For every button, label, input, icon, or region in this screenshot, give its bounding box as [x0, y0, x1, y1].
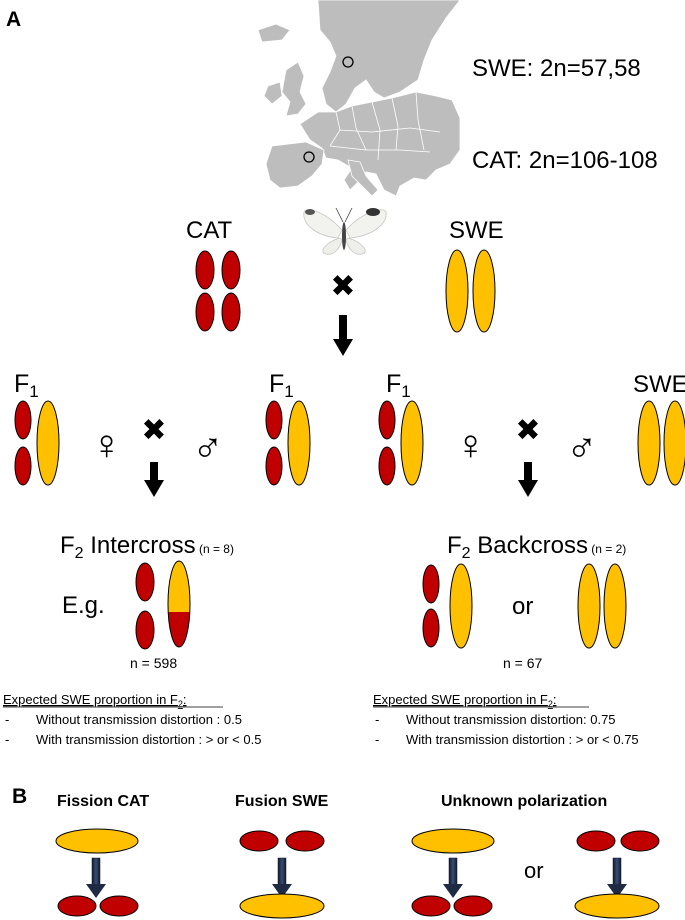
- backcross-cross-symbol: ✖: [515, 414, 540, 447]
- backcross-bullet-dash-1: -: [375, 712, 379, 727]
- intercross-expected-heading: Expected SWE proportion in F2:: [3, 692, 187, 709]
- female-symbol-right: ♀: [455, 421, 487, 468]
- parent-cat-label: CAT: [186, 217, 233, 244]
- backcross-bullet-2: With transmission distortion : > or < 0.…: [406, 732, 639, 747]
- butterfly-icon: [303, 207, 387, 255]
- intercross-example-label: E.g.: [62, 592, 105, 619]
- panel-a-label: A: [6, 8, 21, 31]
- intercross-down-arrow: [144, 462, 164, 497]
- intercross-bullet-dash-1: -: [5, 712, 9, 727]
- scenario-unknown-title: Unknown polarization: [441, 793, 607, 810]
- map-italy: [347, 159, 379, 197]
- parent-down-arrow: [333, 315, 353, 356]
- intercross-bullet-1: Without transmission distortion : 0.5: [36, 712, 242, 727]
- cat-karyotype: CAT: 2n=106-108: [472, 147, 658, 174]
- backcross-n-individuals: n = 67: [503, 655, 543, 671]
- intercross-cross-symbol: ✖: [141, 414, 166, 447]
- parent-swe-label: SWE: [449, 217, 504, 244]
- swe-parent-karyotype: [445, 249, 496, 333]
- map-uk: [281, 61, 307, 117]
- intercross-title: F2 Intercross (n = 8): [60, 532, 234, 562]
- f1-karyotype-left-female: [14, 400, 60, 486]
- backcross-expected-heading: Expected SWE proportion in F2:: [373, 692, 557, 709]
- fusion-diagram: [239, 830, 325, 919]
- f1-karyotype-left-male: [265, 400, 311, 486]
- female-symbol-left: ♀: [91, 421, 123, 468]
- parent-cross-symbol: ✖: [330, 270, 355, 303]
- map-ireland: [263, 81, 283, 105]
- male-symbol-right: ♂: [566, 424, 598, 471]
- map-scandinavia: [317, 0, 461, 113]
- backcross-title: F2 Backcross (n = 2): [447, 532, 626, 562]
- intercross-bullet-dash-2: -: [5, 732, 9, 747]
- intercross-example-karyotype: [135, 560, 191, 650]
- scenario-fission-title: Fission CAT: [57, 793, 149, 810]
- backcross-outcome-homozygous: [577, 563, 627, 649]
- f1-karyotype-right-female: [378, 400, 424, 486]
- swe-karyotype: SWE: 2n=57,58: [472, 55, 641, 82]
- map-borders: [329, 91, 441, 161]
- swe-karyotype-backcross-male: [637, 400, 685, 486]
- backcross-or-label: or: [512, 593, 533, 620]
- backcross-bullet-1: Without transmission distortion: 0.75: [406, 712, 616, 727]
- f1-left-b-label: F1: [269, 370, 294, 401]
- fission-diagram: [55, 828, 139, 917]
- map-continent: [299, 91, 461, 197]
- backcross-bullet-dash-2: -: [375, 732, 379, 747]
- swe-backcross-parent-label: SWE: [633, 371, 685, 398]
- intercross-bullet-2: With transmission distortion : > or < 0.…: [36, 732, 261, 747]
- panel-b-label: B: [12, 785, 27, 808]
- f1-right-a-label: F1: [386, 370, 411, 401]
- unknown-or-label: or: [524, 858, 544, 883]
- unknown-fission-diagram: [411, 828, 495, 917]
- backcross-down-arrow: [518, 462, 538, 497]
- male-symbol-left: ♂: [192, 424, 224, 471]
- cat-site-marker: [303, 151, 315, 163]
- swe-site-marker: [342, 56, 354, 68]
- map-iceland: [257, 23, 291, 43]
- intercross-n-individuals: n = 598: [130, 655, 177, 671]
- backcross-outcome-heterozygous: [422, 563, 473, 649]
- f1-left-a-label: F1: [14, 370, 39, 401]
- map-iberia: [265, 141, 325, 189]
- unknown-fusion-diagram: [574, 830, 660, 919]
- scenario-fusion-title: Fusion SWE: [235, 793, 329, 810]
- cat-parent-karyotype: [195, 250, 241, 332]
- europe-map: [257, 0, 461, 197]
